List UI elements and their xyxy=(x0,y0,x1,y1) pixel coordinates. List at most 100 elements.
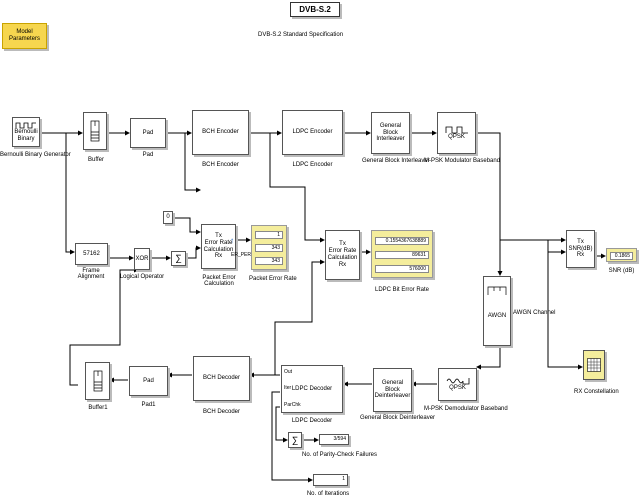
frame-alignment-block[interactable]: 57162 xyxy=(75,243,108,265)
packet-error-rate-display[interactable]: 1 343 343 xyxy=(251,225,287,270)
per-goto-tag: ER_PER xyxy=(231,252,252,258)
rx-constellation-caption: RX Constellation xyxy=(574,389,619,395)
snr-value: 0.1865 xyxy=(610,252,633,260)
constant-zero-block[interactable]: 0 xyxy=(163,211,173,224)
ber-rx-port: Rx xyxy=(338,261,347,268)
ber-value-2: 576000 xyxy=(375,265,429,273)
channel-icon xyxy=(487,286,507,295)
sum-block-top[interactable]: ∑ xyxy=(171,251,186,266)
ldpc-encoder-inner-label: LDPC Encoder xyxy=(292,129,333,136)
buffer-icon xyxy=(93,370,102,392)
interleaver-caption: General Block Interleaver xyxy=(362,158,430,164)
buffer-icon xyxy=(90,120,100,142)
square-wave-icon xyxy=(445,126,468,133)
bch-decoder-caption: BCH Decoder xyxy=(202,409,240,415)
rx-constellation-scope[interactable] xyxy=(583,350,605,380)
ldpc-bit-error-rate-display[interactable]: 0.1554367638889 89631 576000 xyxy=(371,230,433,278)
model-subtitle: DVB-S.2 Standard Specification xyxy=(258,32,344,38)
buffer1-block[interactable] xyxy=(85,362,110,400)
interleaver-inner-label: General Block Interleaver xyxy=(376,122,405,143)
bch-decoder-block[interactable]: BCH Decoder xyxy=(193,356,250,401)
iterations-value: 1 xyxy=(342,476,345,483)
snr-tx-port: Tx xyxy=(577,238,584,245)
qpsk-demod-inner-label: QPSK xyxy=(449,385,466,392)
pulse-icon xyxy=(15,122,36,129)
qpsk-demodulator-caption: M-PSK Demodulator Baseband xyxy=(424,406,508,412)
bch-encoder-inner-label: BCH Encoder xyxy=(202,129,239,136)
iterations-caption: No. of Iterations xyxy=(306,491,350,497)
awgn-channel-block[interactable]: AWGN xyxy=(483,276,511,346)
packet-error-rate-caption: Packet Error Rate xyxy=(249,276,297,282)
awgn-inner-label: AWGN xyxy=(487,312,507,319)
ldpc-decoder-inner-label: LDPC Decoder xyxy=(291,385,333,392)
sine-wave-icon xyxy=(446,378,469,385)
per-calc-inner-label: Error Rate Calculation xyxy=(203,239,234,253)
bit-error-calc-block[interactable]: Tx Error Rate Calculation Rx xyxy=(325,230,360,280)
awgn-caption: AWGN Channel xyxy=(513,310,556,316)
deinterleaver-block[interactable]: General Block Deinterleaver xyxy=(373,368,412,412)
ber-tx-port: Tx xyxy=(339,241,346,248)
constellation-icon xyxy=(587,358,601,372)
qpsk-demodulator-block[interactable]: QPSK xyxy=(438,368,477,401)
ldpc-encoder-block[interactable]: LDPC Encoder xyxy=(282,110,343,155)
snr-calc-block[interactable]: Tx SNR(dB) Rx xyxy=(566,230,595,268)
xor-caption: Logical Operator xyxy=(119,274,165,280)
ldpc-encoder-caption: LDPC Encoder xyxy=(292,162,333,168)
bch-decoder-inner-label: BCH Decoder xyxy=(202,375,240,382)
sum-bottom-symbol: ∑ xyxy=(291,434,299,445)
iterations-display[interactable]: 1 xyxy=(313,474,348,486)
ldpc-decoder-caption: LDPC Decoder xyxy=(291,418,333,424)
snr-calc-inner-label: SNR(dB) xyxy=(568,245,593,252)
bernoulli-caption: Bernoulli Binary Generator xyxy=(0,152,71,158)
buffer-block[interactable] xyxy=(83,112,107,150)
pad1-caption: Pad1 xyxy=(141,402,156,408)
xor-block[interactable]: XOR xyxy=(134,248,150,270)
ber-value-1: 89631 xyxy=(375,251,429,259)
sum-top-symbol: ∑ xyxy=(175,253,182,264)
ldpc-decoder-block[interactable]: Out Iter ParChk LDPC Decoder xyxy=(281,365,343,413)
up-arrow-icon: ↑ xyxy=(230,236,234,245)
ber-calc-inner-label: Error Rate Calculation xyxy=(327,248,358,261)
bernoulli-block[interactable]: Bernoulli Binary xyxy=(12,117,40,147)
bernoulli-inner-label: Bernoulli Binary xyxy=(14,128,38,142)
constant-zero-label: 0 xyxy=(166,214,170,221)
xor-inner-label: XOR xyxy=(135,255,149,262)
per-value-1: 343 xyxy=(255,244,283,252)
per-value-0: 1 xyxy=(255,231,283,239)
packet-error-calc-block[interactable]: Tx Error Rate Calculation Rx xyxy=(201,224,236,269)
model-parameters-button[interactable]: Model Parameters xyxy=(2,23,47,49)
packet-error-calc-caption: Packet Error Calculation xyxy=(202,275,236,287)
ldpc-parchk-port: ParChk xyxy=(284,402,301,408)
ber-value-0: 0.1554367638889 xyxy=(375,237,429,245)
ldpc-bit-error-rate-caption: LDPC Bit Error Rate xyxy=(374,287,429,293)
per-rx-port: Rx xyxy=(214,253,223,260)
deinterleaver-caption: General Block Deinterleaver xyxy=(360,415,436,421)
pad1-block[interactable]: Pad xyxy=(129,366,168,396)
buffer1-caption: Buffer1 xyxy=(88,405,108,411)
pad1-inner-label: Pad xyxy=(143,377,154,384)
sum-block-bottom[interactable]: ∑ xyxy=(288,432,302,448)
model-title: DVB-S.2 xyxy=(290,2,340,17)
qpsk-modulator-block[interactable]: QPSK xyxy=(437,112,476,154)
parity-check-caption: No. of Parity-Check Failures xyxy=(302,452,378,458)
snr-caption: SNR (dB) xyxy=(608,268,635,274)
ldpc-out-port: Out xyxy=(284,369,293,375)
bch-encoder-caption: BCH Encoder xyxy=(202,162,239,168)
model-parameters-label: Model Parameters xyxy=(8,29,40,42)
buffer-caption: Buffer xyxy=(88,157,104,163)
frame-alignment-caption: Frame Alignment xyxy=(77,268,105,280)
bch-encoder-block[interactable]: BCH Encoder xyxy=(192,110,249,155)
qpsk-mod-inner-label: QPSK xyxy=(448,133,465,140)
per-value-2: 343 xyxy=(255,257,283,265)
pad-block[interactable]: Pad xyxy=(130,118,166,148)
snr-display[interactable]: 0.1865 xyxy=(606,248,637,262)
deinterleaver-inner-label: General Block Deinterleaver xyxy=(374,379,411,400)
interleaver-block[interactable]: General Block Interleaver xyxy=(371,112,410,154)
parity-check-display[interactable]: 3/594 xyxy=(319,434,349,445)
ldpc-iter-port: Iter xyxy=(284,385,292,391)
frame-alignment-inner-label: 57162 xyxy=(83,250,100,257)
snr-rx-port: Rx xyxy=(576,252,585,259)
pad-inner-label: Pad xyxy=(142,129,154,136)
qpsk-modulator-caption: M-PSK Modulator Baseband xyxy=(424,158,501,164)
